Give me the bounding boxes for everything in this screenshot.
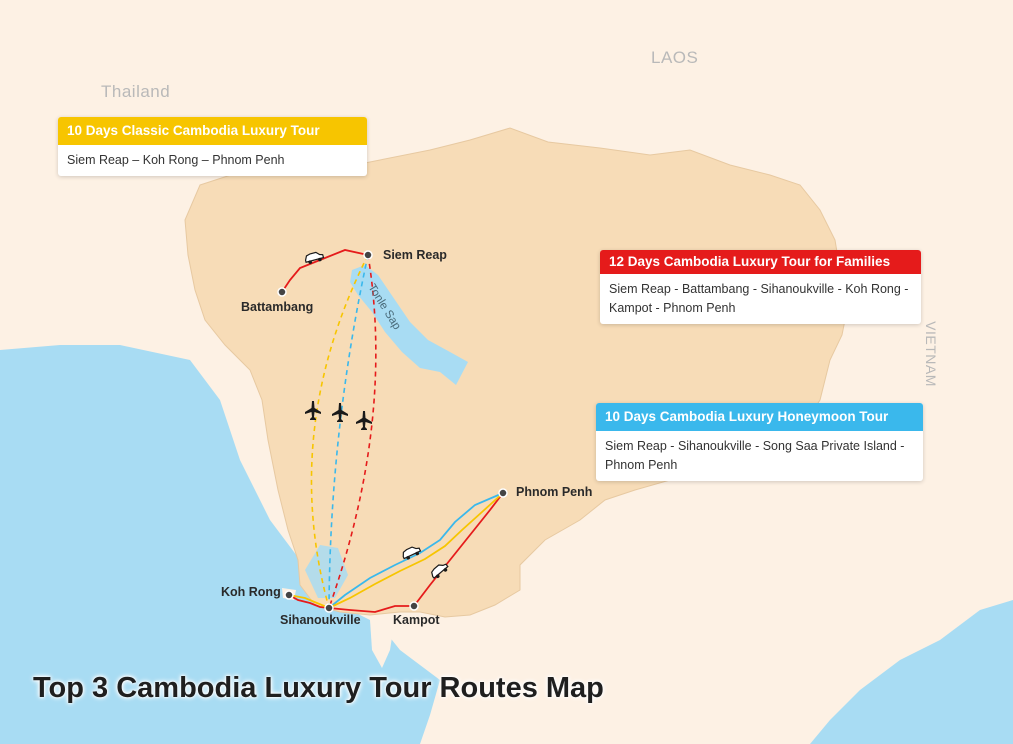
- airplane-icon: [356, 411, 372, 430]
- car-icon: [402, 546, 422, 560]
- country-label-vietnam: VIETNAM: [922, 321, 939, 387]
- city-label-sihanoukville: Sihanoukville: [280, 613, 361, 627]
- city-marker-icon: [498, 488, 508, 498]
- country-label-thailand: Thailand: [101, 82, 171, 101]
- tour-card-title: 10 Days Classic Cambodia Luxury Tour: [58, 117, 367, 145]
- city-label-phnom-penh: Phnom Penh: [516, 485, 593, 499]
- tour-card-title: 10 Days Cambodia Luxury Honeymoon Tour: [596, 403, 923, 431]
- tour-card-honeymoon: 10 Days Cambodia Luxury Honeymoon Tour S…: [596, 403, 923, 481]
- route-family-coast: [288, 492, 504, 613]
- country-label-laos: LAOS: [651, 48, 699, 67]
- city-label-kampot: Kampot: [393, 613, 440, 627]
- tour-card-family: 12 Days Cambodia Luxury Tour for Familie…: [600, 250, 921, 324]
- map-title: Top 3 Cambodia Luxury Tour Routes Map: [33, 672, 604, 704]
- car-icon: [304, 251, 325, 264]
- city-label-koh-rong: Koh Rong: [221, 585, 281, 599]
- city-marker-icon: [284, 590, 294, 600]
- route-family-flight: [328, 254, 377, 609]
- airplane-icon: [332, 403, 348, 422]
- route-classic-road: [288, 492, 504, 609]
- city-marker-icon: [324, 603, 334, 613]
- tour-card-title: 12 Days Cambodia Luxury Tour for Familie…: [600, 250, 921, 274]
- route-honeymoon-road: [328, 492, 504, 609]
- car-icon: [431, 563, 449, 579]
- airplane-icon: [305, 401, 321, 420]
- city-label-battambang: Battambang: [241, 300, 314, 314]
- route-honeymoon-flight: [328, 254, 369, 609]
- tour-card-route: Siem Reap - Battambang - Sihanoukville -…: [609, 282, 909, 315]
- route-family-road: [281, 249, 369, 293]
- tour-card-route: Siem Reap – Koh Rong – Phnom Penh: [67, 153, 285, 167]
- island: [370, 618, 395, 668]
- city-marker-icon: [409, 601, 419, 611]
- city-marker-icon: [277, 287, 287, 297]
- city-label-siem-reap: Siem Reap: [383, 248, 447, 262]
- tonle-sap-lake: [350, 265, 468, 385]
- tour-card-classic: 10 Days Classic Cambodia Luxury Tour Sie…: [58, 117, 367, 176]
- route-classic-flight: [310, 254, 369, 609]
- city-marker-icon: [363, 250, 373, 260]
- tour-card-route: Siem Reap - Sihanoukville - Song Saa Pri…: [605, 439, 905, 472]
